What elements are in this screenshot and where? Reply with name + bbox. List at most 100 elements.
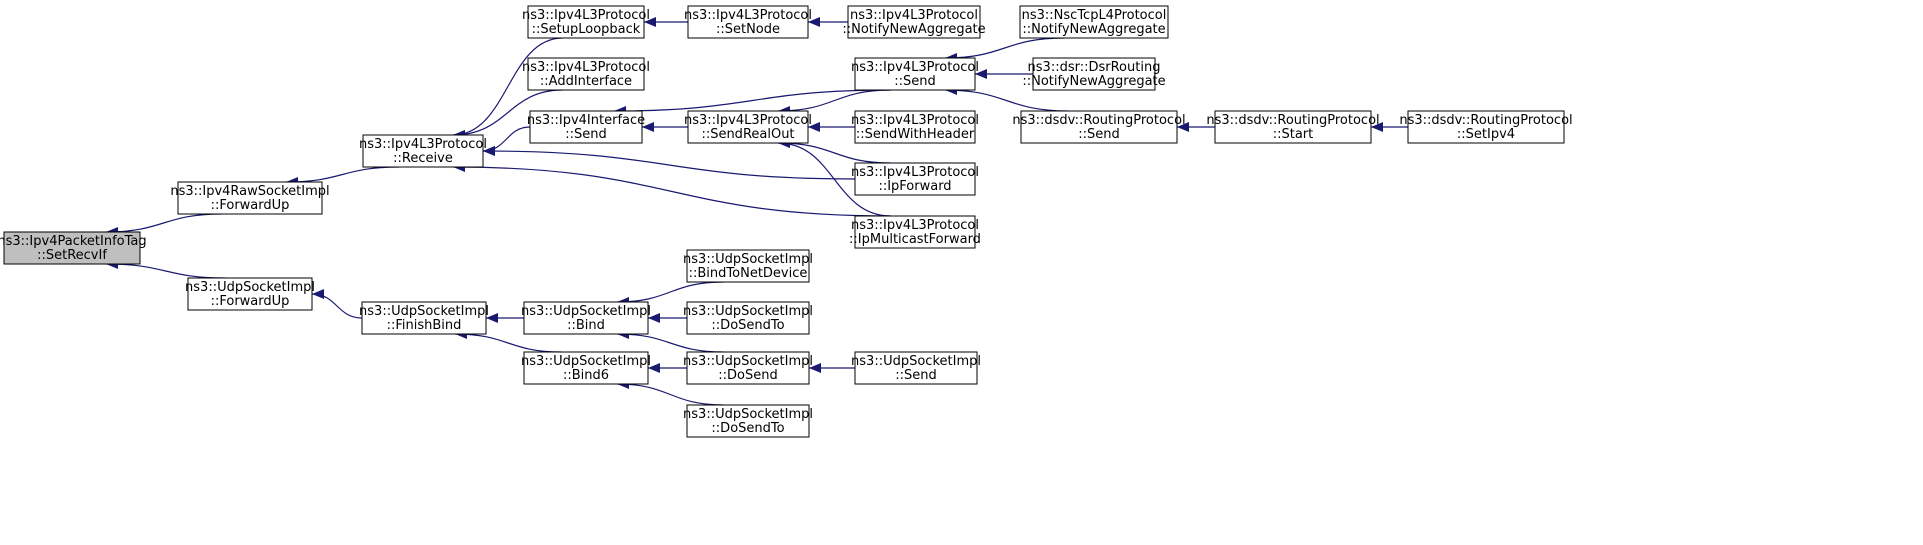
node-method-label: ::Receive — [393, 151, 453, 166]
node-class-label: ns3::Ipv4L3Protocol — [851, 60, 979, 75]
edge-n2-to-n0 — [105, 259, 226, 279]
graph-node[interactable]: ns3::UdpSocketImpl::DoSend — [683, 351, 813, 385]
node-class-label: ns3::Ipv4PacketInfoTag — [0, 234, 147, 249]
node-method-label: ::SetIpv4 — [1457, 127, 1515, 142]
graph-node[interactable]: ns3::dsdv::RoutingProtocol::SetIpv4 — [1399, 110, 1573, 144]
graph-node[interactable]: ns3::Ipv4L3Protocol::Receive — [359, 134, 487, 168]
node-box — [529, 110, 643, 144]
node-class-label: ns3::UdpSocketImpl — [683, 252, 813, 267]
graph-node[interactable]: ns3::Ipv4L3Protocol::NotifyNewAggregate — [842, 5, 986, 39]
node-box — [187, 277, 313, 311]
edge-n14-to-n8 — [616, 329, 724, 353]
node-class-label: ns3::Ipv4L3Protocol — [851, 165, 979, 180]
edge-n20-to-n3 — [452, 162, 892, 217]
node-method-label: ::Send — [565, 127, 607, 142]
node-method-label: ::SetRecvIf — [37, 248, 107, 263]
graph-node[interactable]: ns3::Ipv4Interface::Send — [527, 110, 645, 144]
graph-node[interactable]: ns3::dsdv::RoutingProtocol::Send — [1012, 110, 1186, 144]
nodes-layer: ns3::Ipv4PacketInfoTag::SetRecvIfns3::Ip… — [0, 5, 1573, 438]
edge-n6-to-n3 — [452, 89, 563, 140]
graph-node[interactable]: ns3::dsdv::RoutingProtocol::Start — [1206, 110, 1380, 144]
node-box — [854, 110, 976, 144]
node-method-label: ::DoSend — [718, 368, 777, 383]
edge-n15-to-n9 — [616, 379, 724, 406]
node-box — [177, 181, 323, 215]
graph-node[interactable]: ns3::Ipv4L3Protocol::Send — [851, 57, 979, 91]
node-class-label: ns3::dsdv::RoutingProtocol — [1206, 113, 1379, 128]
edge-n22-to-n17 — [944, 37, 1065, 63]
edge-n19-to-n3 — [482, 146, 856, 180]
graph-node[interactable]: ns3::Ipv4L3Protocol::SetupLoopback — [522, 5, 650, 39]
node-method-label: ::SendWithHeader — [856, 127, 975, 142]
node-method-label: ::Send — [895, 368, 937, 383]
node-box — [527, 57, 645, 91]
node-box — [1019, 5, 1169, 39]
node-box — [687, 110, 809, 144]
edge-n12-to-n8 — [616, 281, 724, 307]
graph-node[interactable]: ns3::UdpSocketImpl::ForwardUp — [185, 277, 315, 311]
graph-node[interactable]: ns3::Ipv4L3Protocol::IpForward — [851, 162, 979, 196]
node-method-label: ::IpForward — [878, 179, 951, 194]
node-method-label: ::DoSendTo — [711, 318, 784, 333]
graph-node[interactable]: ns3::UdpSocketImpl::Send — [851, 351, 981, 385]
edge-n5-to-n3 — [452, 37, 563, 140]
graph-node[interactable]: ns3::UdpSocketImpl::DoSendTo — [683, 301, 813, 335]
edge-n17-to-n11 — [777, 89, 892, 116]
node-box — [854, 351, 978, 385]
edge-n17-to-n7 — [613, 89, 892, 116]
node-method-label: ::Send — [1078, 127, 1120, 142]
node-box — [854, 215, 976, 249]
graph-node[interactable]: ns3::UdpSocketImpl::BindToNetDevice — [683, 249, 813, 283]
node-method-label: ::Bind6 — [563, 368, 609, 383]
graph-node[interactable]: ns3::dsr::DsrRouting::NotifyNewAggregate — [1022, 57, 1166, 91]
node-box — [523, 351, 649, 385]
edge-n1-to-n0 — [105, 213, 222, 237]
node-class-label: ns3::UdpSocketImpl — [851, 354, 981, 369]
edge-n4-to-n2 — [311, 289, 363, 319]
node-method-label: ::FinishBind — [387, 318, 462, 333]
node-method-label: ::NotifyNewAggregate — [1022, 22, 1165, 37]
node-method-label: ::AddInterface — [540, 74, 632, 89]
graph-node[interactable]: ns3::UdpSocketImpl::DoSendTo — [683, 404, 813, 438]
node-class-label: ns3::UdpSocketImpl — [683, 304, 813, 319]
edge-n24-to-n17 — [944, 85, 1068, 112]
edge-n7-to-n3 — [482, 126, 531, 156]
node-class-label: ns3::Ipv4L3Protocol — [850, 8, 978, 23]
node-box — [362, 134, 484, 168]
edge-n3-to-n1 — [285, 166, 400, 187]
node-method-label: ::Bind — [567, 318, 605, 333]
node-method-label: ::NotifyNewAggregate — [1022, 74, 1165, 89]
node-box — [523, 301, 649, 335]
node-class-label: ns3::NscTcpL4Protocol — [1022, 8, 1167, 23]
graph-node[interactable]: ns3::Ipv4RawSocketImpl::ForwardUp — [170, 181, 330, 215]
graph-node[interactable]: ns3::UdpSocketImpl::Bind6 — [521, 351, 651, 385]
graph-node[interactable]: ns3::Ipv4L3Protocol::SetNode — [684, 5, 812, 39]
node-box — [687, 5, 809, 39]
graph-node[interactable]: ns3::NscTcpL4Protocol::NotifyNewAggregat… — [1019, 5, 1169, 39]
graph-node[interactable]: ns3::Ipv4L3Protocol::SendWithHeader — [851, 110, 979, 144]
node-class-label: ns3::Ipv4L3Protocol — [684, 113, 812, 128]
node-method-label: ::NotifyNewAggregate — [842, 22, 985, 37]
node-method-label: ::ForwardUp — [211, 198, 290, 213]
graph-node[interactable]: ns3::UdpSocketImpl::Bind — [521, 301, 651, 335]
graph-node[interactable]: ns3::Ipv4L3Protocol::AddInterface — [522, 57, 650, 91]
edge-n19-to-n11 — [777, 138, 892, 164]
node-box — [527, 5, 645, 39]
node-box — [1032, 57, 1156, 91]
graph-node[interactable]: ns3::UdpSocketImpl::FinishBind — [359, 301, 489, 335]
root-node[interactable]: ns3::Ipv4PacketInfoTag::SetRecvIf — [0, 231, 147, 265]
graph-node[interactable]: ns3::Ipv4L3Protocol::IpMulticastForward — [849, 215, 981, 249]
node-class-label: ns3::UdpSocketImpl — [683, 354, 813, 369]
node-class-label: ns3::UdpSocketImpl — [359, 304, 489, 319]
node-box — [854, 162, 976, 196]
node-class-label: ns3::UdpSocketImpl — [185, 280, 315, 295]
node-method-label: ::BindToNetDevice — [689, 266, 808, 281]
node-class-label: ns3::Ipv4L3Protocol — [522, 60, 650, 75]
node-box — [854, 57, 976, 91]
edge-n20-to-n11 — [777, 138, 892, 217]
node-box — [361, 301, 487, 335]
node-box — [686, 301, 810, 335]
node-class-label: ns3::Ipv4L3Protocol — [851, 218, 979, 233]
graph-node[interactable]: ns3::Ipv4L3Protocol::SendRealOut — [684, 110, 812, 144]
